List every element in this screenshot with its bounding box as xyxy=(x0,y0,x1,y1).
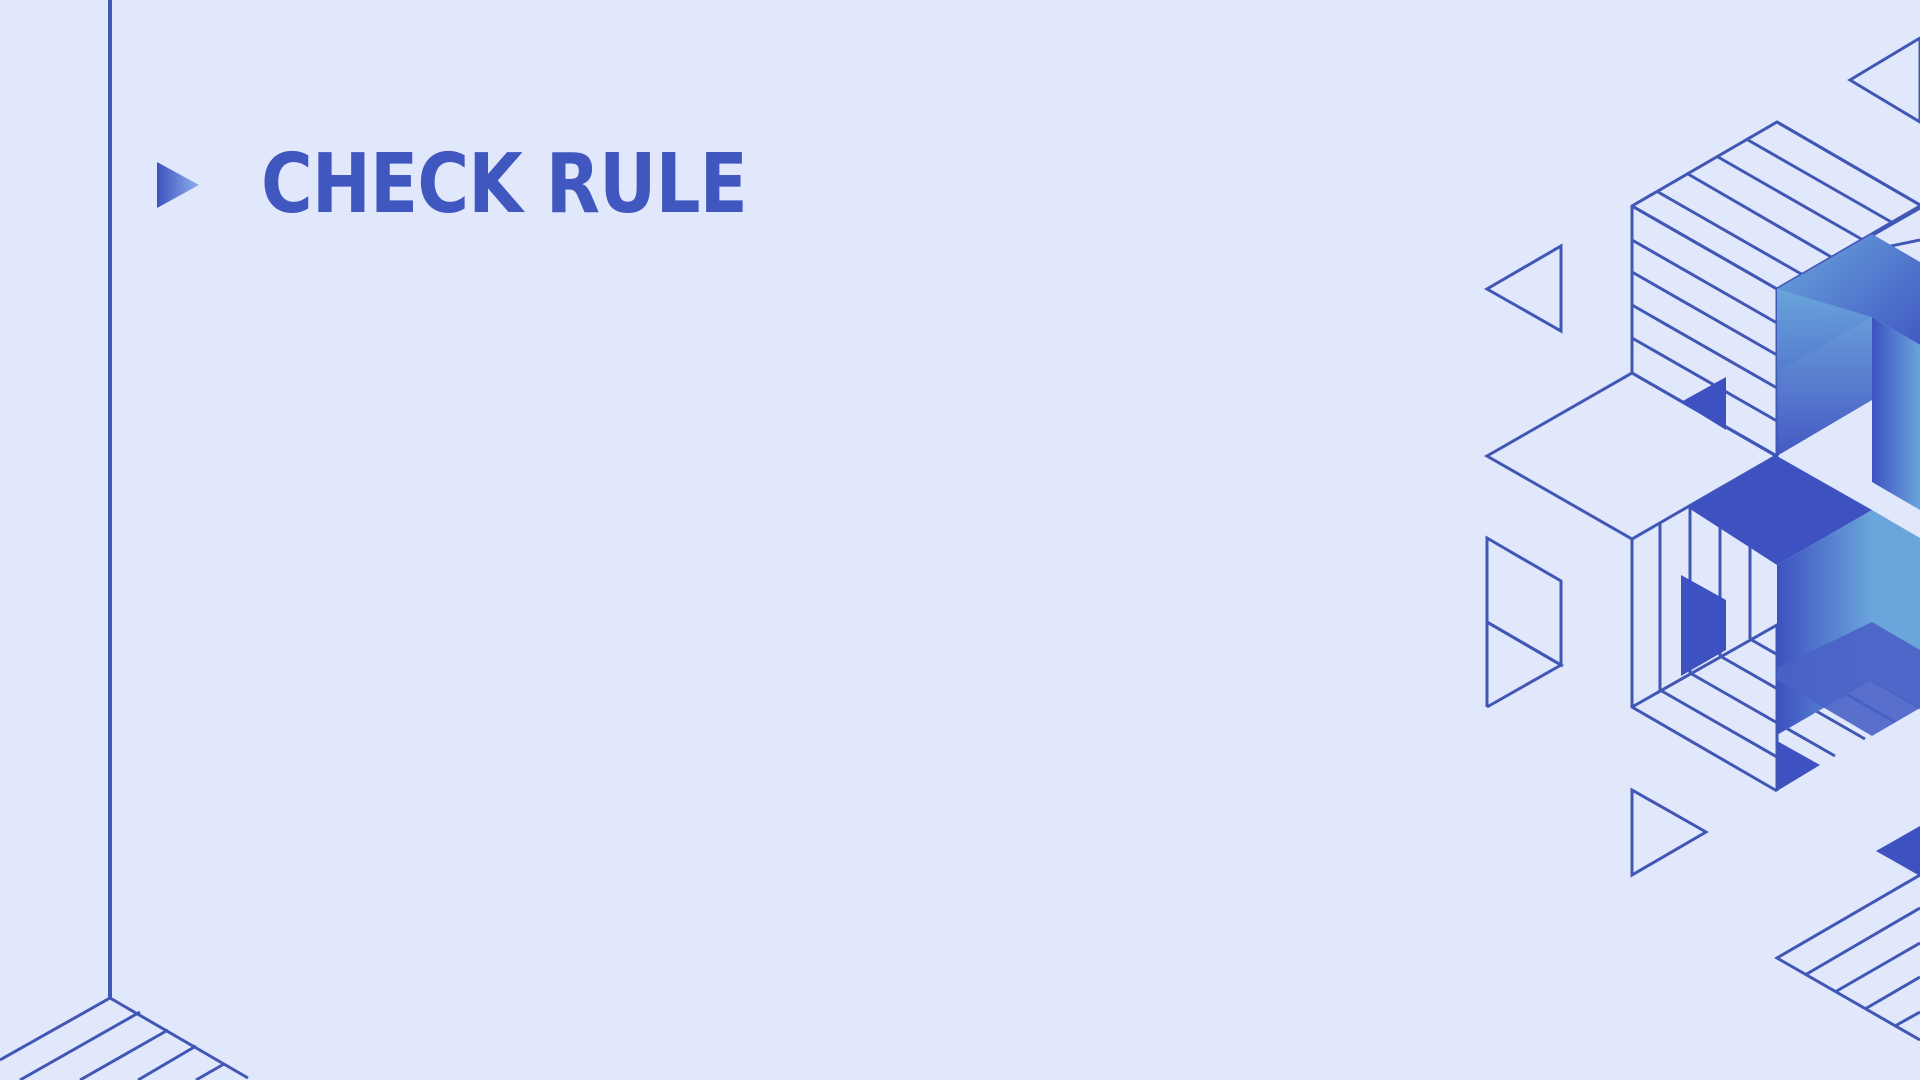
vertical-rule-line xyxy=(108,0,112,998)
play-triangle-icon xyxy=(157,162,199,208)
gradient-cube xyxy=(1681,234,1920,876)
corner-lines-bottom-left xyxy=(0,996,249,1080)
page-title: CHECK RULE xyxy=(261,137,748,232)
title-block: CHECK RULE xyxy=(155,140,826,230)
